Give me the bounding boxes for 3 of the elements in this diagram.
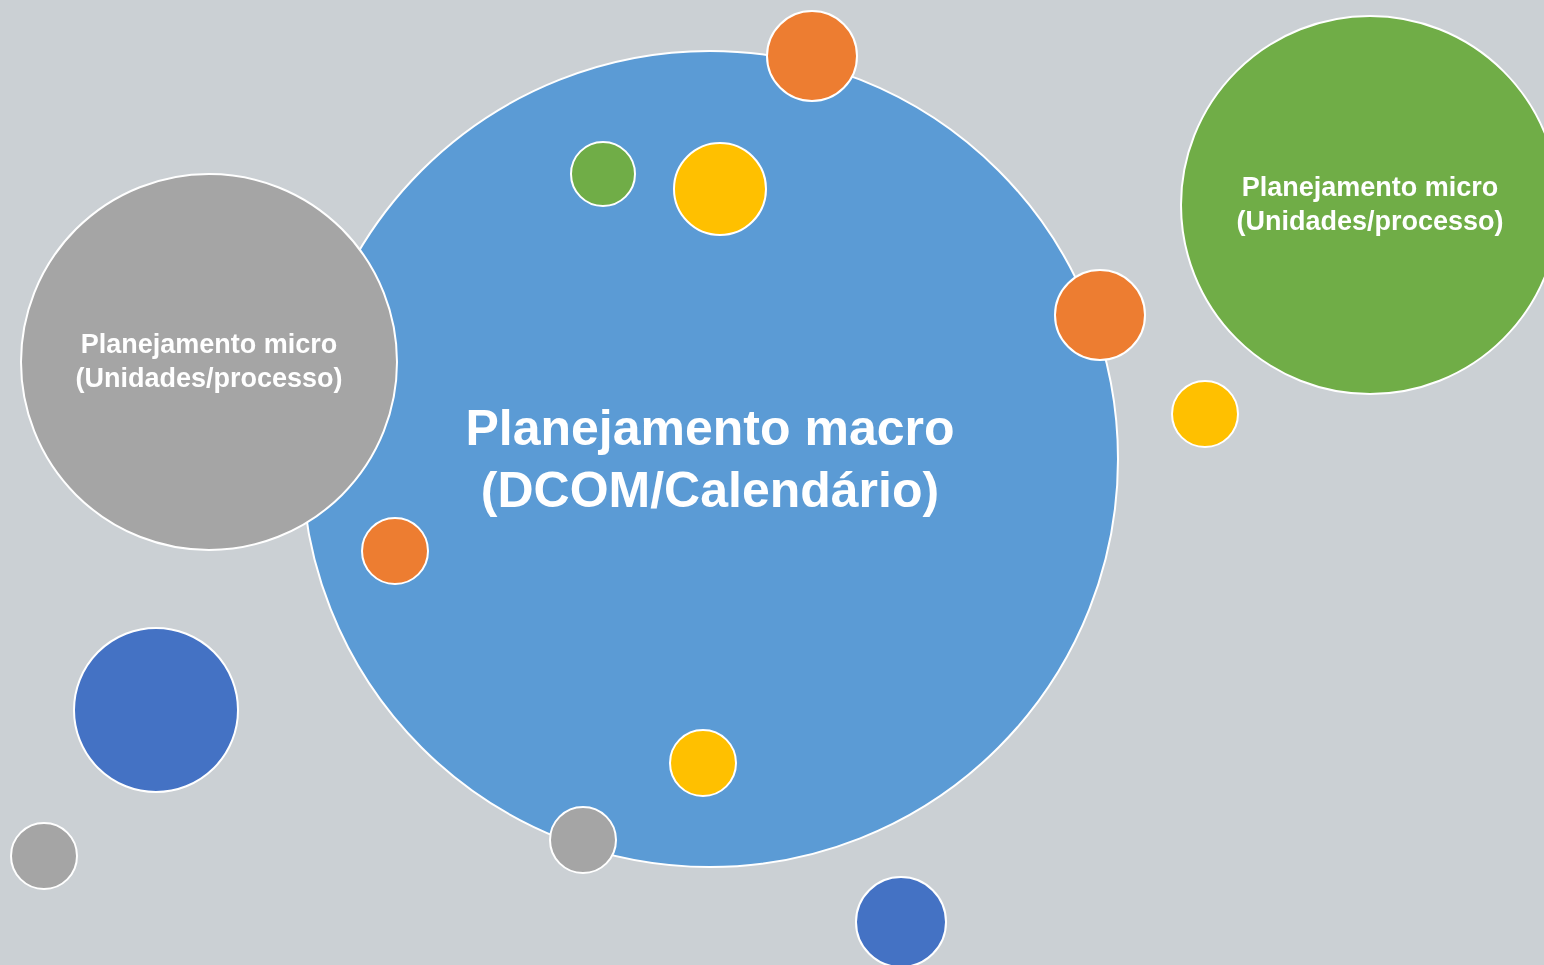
bubble-label: Planejamento micro (Unidades/processo) xyxy=(1235,171,1505,238)
bubble-label: Planejamento micro (Unidades/processo) xyxy=(74,328,344,395)
bubble-label: Planejamento macro (DCOM/Calendário) xyxy=(464,398,956,520)
